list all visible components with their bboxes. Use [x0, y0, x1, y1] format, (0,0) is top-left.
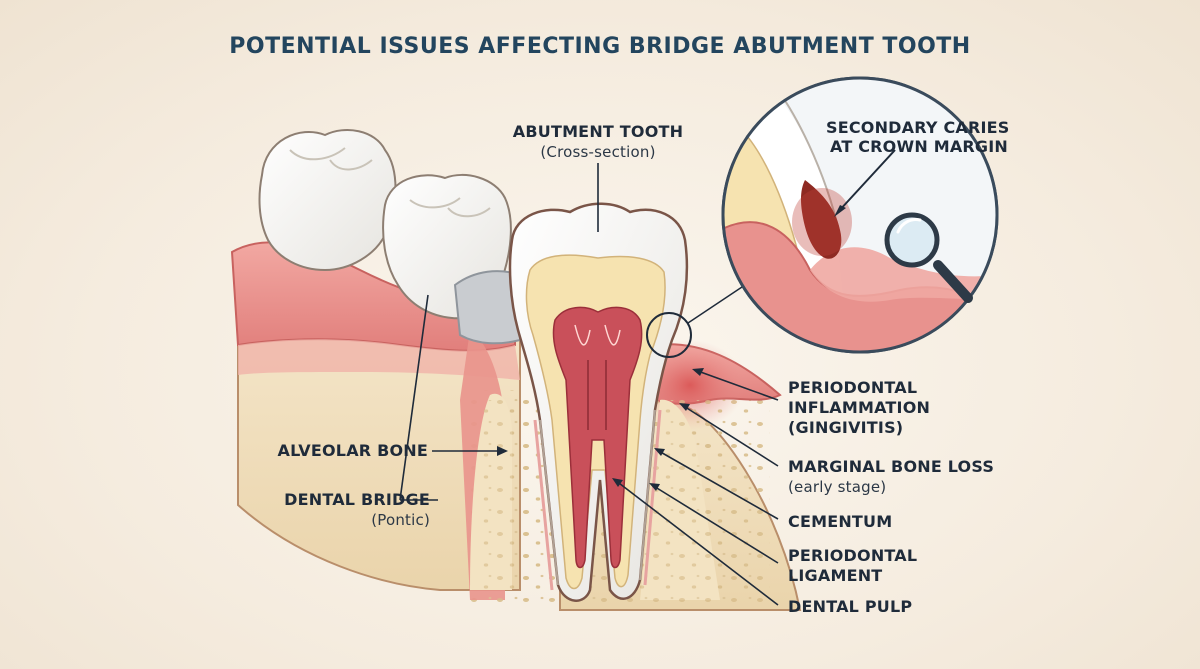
left-molar: [258, 129, 397, 272]
label-abutment-tooth: ABUTMENT TOOTH: [512, 122, 684, 141]
label-periodontal-inflammation-3: (GINGIVITIS): [788, 418, 904, 437]
label-dental-bridge: DENTAL BRIDGE: [284, 490, 430, 509]
label-marginal-bone-loss-sub: (early stage): [788, 478, 887, 496]
label-marginal-bone-loss: MARGINAL BONE LOSS: [788, 457, 995, 476]
label-alveolar-bone: ALVEOLAR BONE: [277, 441, 428, 460]
label-periodontal-inflammation-2: INFLAMMATION: [788, 398, 931, 417]
label-periodontal-ligament-2: LIGAMENT: [788, 566, 883, 585]
magnifier-icon: [884, 212, 973, 303]
label-abutment-tooth-sub: (Cross-section): [540, 143, 656, 161]
label-periodontal-inflammation-1: PERIODONTAL: [788, 378, 918, 397]
label-secondary-caries-2: AT CROWN MARGIN: [830, 137, 1008, 156]
leader-lines: [399, 163, 779, 606]
label-cementum: CEMENTUM: [788, 512, 893, 531]
label-dental-bridge-sub: (Pontic): [371, 511, 430, 529]
label-dental-pulp: DENTAL PULP: [788, 597, 913, 616]
crown-margin-highlight: [646, 312, 692, 358]
page-title: POTENTIAL ISSUES AFFECTING BRIDGE ABUTME…: [229, 34, 971, 59]
dental-bridge-pontic: [382, 173, 521, 345]
label-secondary-caries-1: SECONDARY CARIES: [826, 118, 1010, 137]
label-periodontal-ligament-1: PERIODONTAL: [788, 546, 918, 565]
